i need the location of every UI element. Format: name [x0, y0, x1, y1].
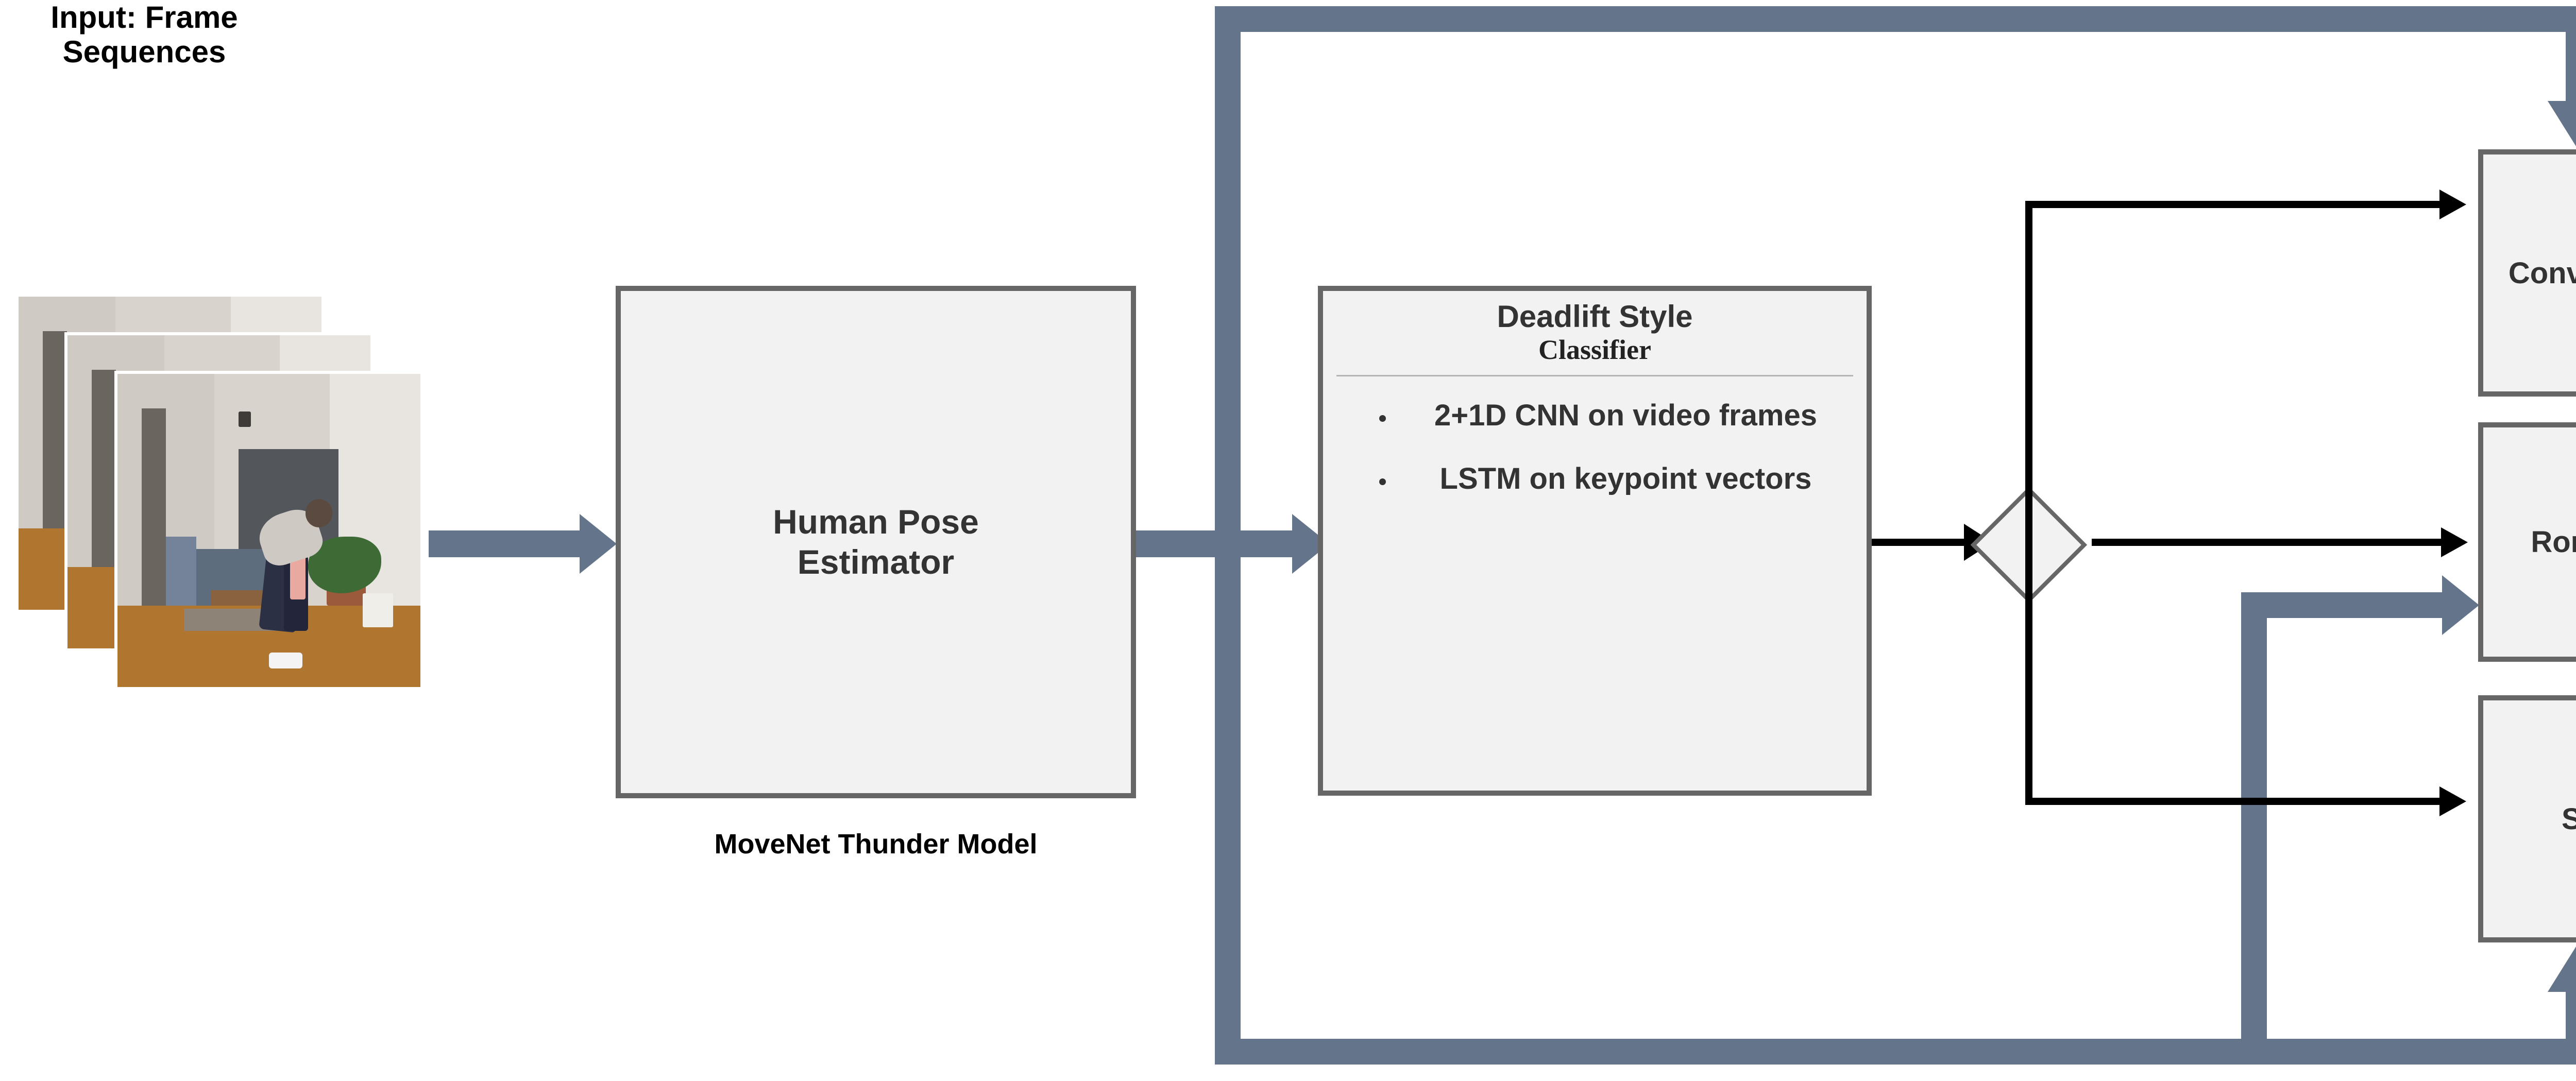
feedback-rail-bottom	[1215, 1039, 2576, 1065]
movenet-caption: MoveNet Thunder Model	[714, 829, 1038, 860]
arrow-head-into-conventional	[2548, 101, 2576, 150]
edge-decision-to-conventional-vertical	[2025, 201, 2032, 542]
style-label-conventional: Conventional	[2508, 256, 2576, 290]
style-box-conventional[interactable]: Conventional	[2478, 149, 2576, 397]
pose-estimator-label-line2: Estimator	[797, 542, 955, 581]
arrow-classifier-to-decision-shaft	[1872, 539, 1967, 546]
classifier-bullet-0: 2+1D CNN on video frames	[1396, 399, 1855, 433]
human-pose-estimator-box[interactable]: Human Pose Estimator	[616, 286, 1136, 798]
arrow-head-into-romanian	[2442, 575, 2479, 635]
deadlift-style-classifier-box[interactable]: Deadlift Style Classifier 2+1D CNN on vi…	[1318, 286, 1872, 796]
style-label-sumo: Sumo	[2561, 802, 2576, 836]
style-box-romanian[interactable]: Romanian	[2478, 422, 2576, 662]
feedback-branch-to-romanian-vertical	[2241, 592, 2267, 1065]
input-title: Input: Frame Sequences	[0, 0, 289, 69]
input-title-line2: Sequences	[62, 35, 226, 70]
classifier-bullet-1: LSTM on keypoint vectors	[1396, 462, 1855, 496]
edge-decision-to-sumo-vertical	[2025, 542, 2032, 805]
feedback-trunk-vertical-left	[1215, 6, 1241, 1065]
arrow-head-decision-to-romanian	[2441, 527, 2468, 557]
feedback-branch-to-conventional	[2566, 6, 2576, 103]
arrow-input-to-pose-head	[580, 514, 617, 574]
classifier-subtitle: Classifier	[1538, 334, 1651, 365]
edge-decision-to-sumo-horizontal	[2025, 798, 2443, 805]
feedback-branch-to-romanian-horizontal	[2241, 592, 2447, 618]
classifier-title: Deadlift Style	[1497, 299, 1693, 334]
arrow-head-decision-to-sumo	[2439, 786, 2466, 816]
edge-decision-to-romanian	[2092, 539, 2446, 546]
classifier-bullet-list: 2+1D CNN on video frames LSTM on keypoin…	[1334, 399, 1855, 526]
feedback-branch-to-sumo	[2566, 979, 2576, 1065]
style-box-sumo[interactable]: Sumo	[2478, 695, 2576, 942]
input-title-line1: Input: Frame	[50, 0, 238, 35]
style-label-romanian: Romanian	[2531, 525, 2576, 559]
edge-decision-to-conventional-horizontal	[2025, 201, 2443, 208]
pose-estimator-label-line1: Human Pose	[773, 502, 979, 541]
feedback-rail-top	[1215, 6, 2576, 32]
arrow-head-into-sumo	[2548, 942, 2576, 992]
arrow-head-decision-to-conventional	[2439, 190, 2466, 219]
classifier-divider	[1336, 375, 1853, 376]
input-frame-1	[114, 371, 423, 690]
arrow-input-to-pose-shaft	[429, 530, 583, 557]
